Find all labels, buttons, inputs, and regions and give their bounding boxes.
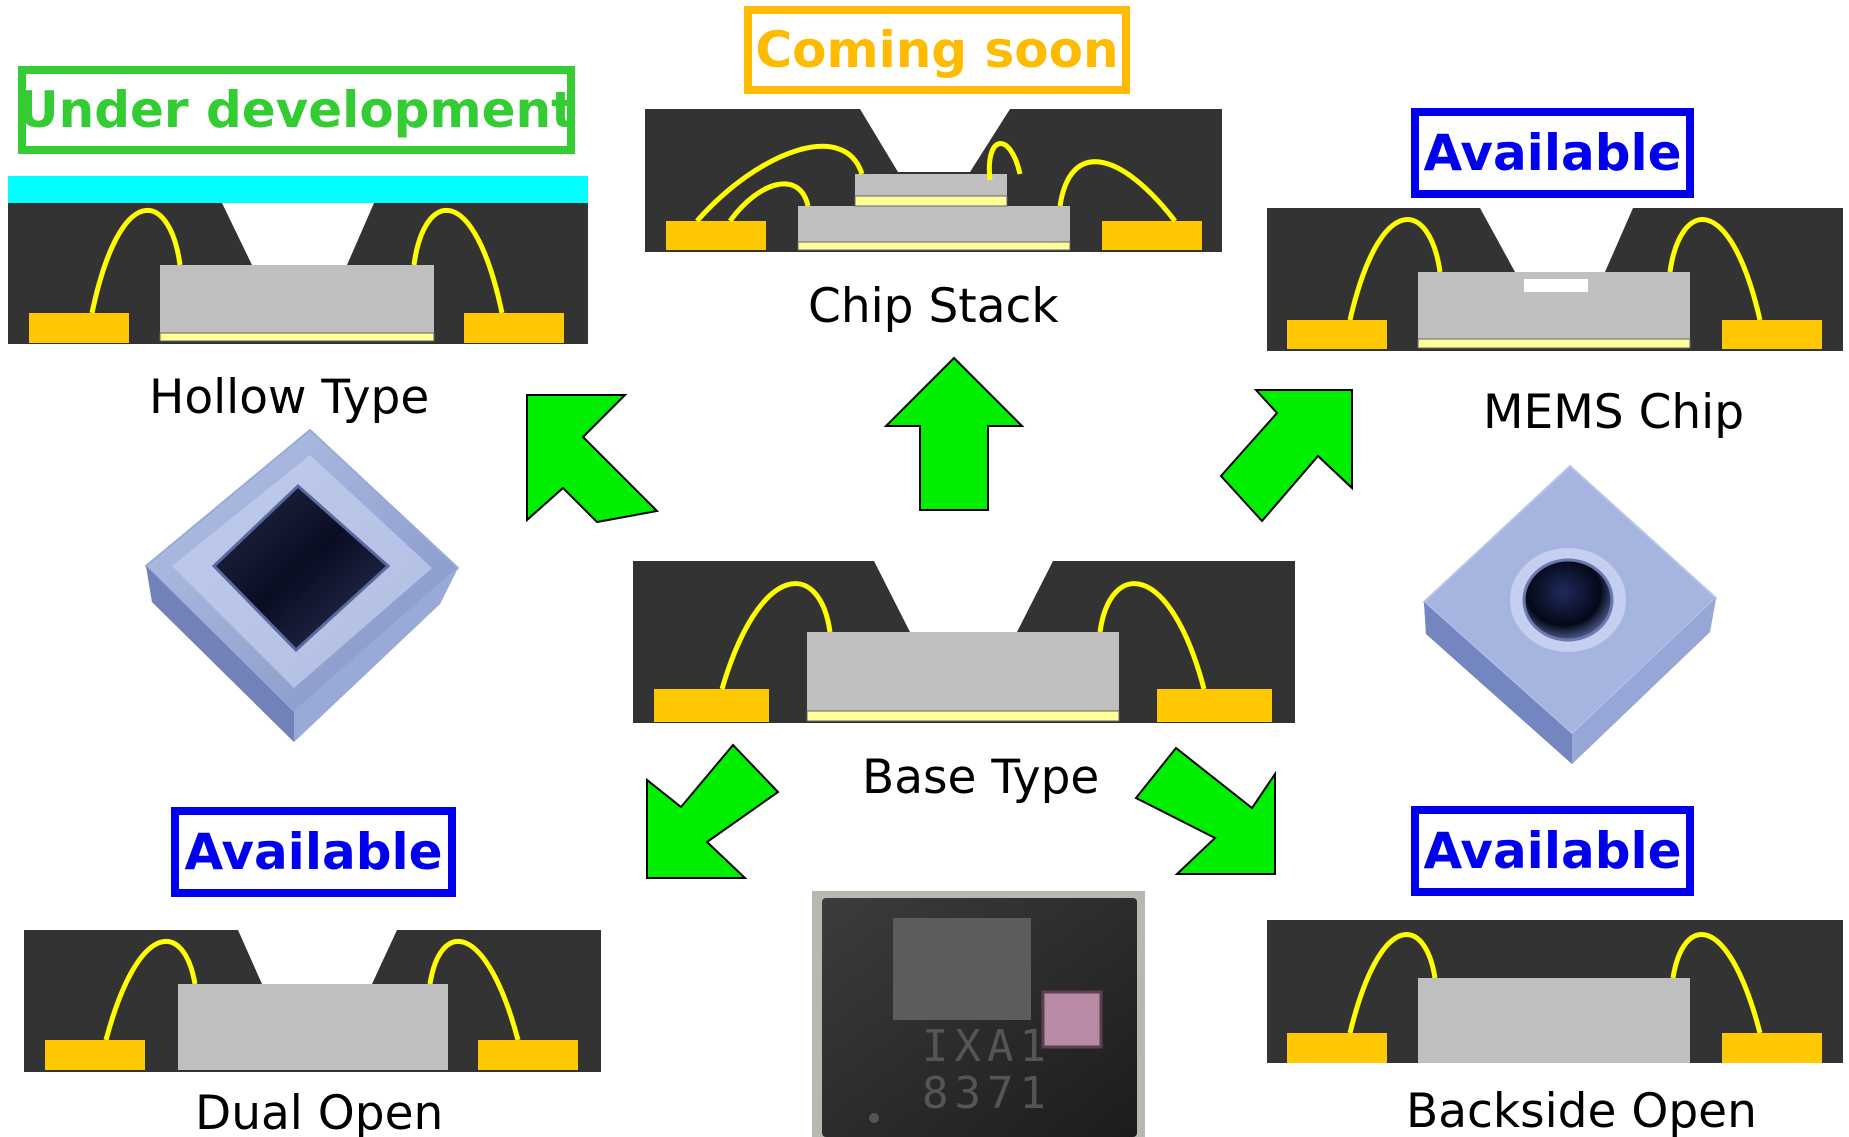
base-package-cross-section xyxy=(633,561,1295,723)
bond-wire-right-upper xyxy=(986,141,1023,181)
bottom-die xyxy=(798,206,1070,242)
bond-wire-left xyxy=(1347,932,1438,1034)
bond-wire-left xyxy=(89,207,183,314)
lead-left xyxy=(654,689,769,722)
bond-wire-left xyxy=(103,938,198,1041)
lead-right xyxy=(1722,320,1822,349)
lead-left xyxy=(29,313,129,343)
top-die xyxy=(855,174,1007,196)
label-chip-stack: Chip Stack xyxy=(808,279,1059,334)
arrow-up-right xyxy=(1219,389,1353,523)
lead-right xyxy=(1722,1033,1822,1063)
label-base-type: Base Type xyxy=(862,750,1100,805)
die-attach xyxy=(1417,338,1691,349)
optical-element xyxy=(1041,990,1103,1049)
lead-right xyxy=(1157,689,1272,722)
bond-wire-right xyxy=(1670,932,1763,1034)
die-attach xyxy=(806,710,1120,722)
lead-right xyxy=(464,313,564,343)
sensor-die xyxy=(1418,978,1690,1063)
die-attach xyxy=(159,332,435,342)
sensor-die xyxy=(160,265,434,333)
backside-open-package-cross-section xyxy=(1267,920,1843,1063)
bond-wire-left xyxy=(1347,217,1443,321)
glass-lid xyxy=(8,176,588,203)
chip-stack-package-cross-section xyxy=(645,109,1222,252)
bond-wire-right xyxy=(427,938,521,1041)
status-badge-hollow: Under development xyxy=(18,66,575,154)
lead-left xyxy=(1287,1033,1387,1063)
bond-wire-right xyxy=(1097,581,1207,690)
bond-wire-left-lower xyxy=(727,181,811,223)
label-hollow-type: Hollow Type xyxy=(149,370,430,425)
mems-package-photo xyxy=(1422,464,1718,764)
top-die-attach xyxy=(854,195,1008,207)
base-package-top-photo: IXA1 8371 xyxy=(812,891,1145,1137)
sensor-die xyxy=(178,984,448,1070)
bond-wire-right xyxy=(411,207,505,314)
arrow-down-right xyxy=(1134,746,1276,875)
mems-membrane xyxy=(1524,279,1588,292)
dual-open-package-cross-section xyxy=(24,930,601,1072)
lead-left xyxy=(45,1040,145,1070)
label-mems-chip: MEMS Chip xyxy=(1483,385,1745,440)
lead-left xyxy=(666,221,766,250)
bond-wire-right xyxy=(1667,217,1763,321)
status-badge-chip-stack: Coming soon xyxy=(744,6,1130,94)
arrow-up-left xyxy=(526,394,660,524)
chip-marking-line-1: IXA1 xyxy=(922,1021,1052,1072)
arrow-down-left xyxy=(646,743,780,879)
status-badge-mems: Available xyxy=(1411,108,1694,198)
label-backside-open: Backside Open xyxy=(1406,1084,1757,1137)
sensor-window xyxy=(893,918,1031,1020)
status-badge-dual-open: Available xyxy=(171,807,456,897)
sensor-die xyxy=(807,632,1119,711)
lead-right xyxy=(1102,221,1202,250)
mems-package-cross-section xyxy=(1267,208,1843,351)
bond-wire-left xyxy=(719,581,833,690)
lead-left xyxy=(1287,320,1387,349)
arrow-up xyxy=(883,356,1025,511)
label-dual-open: Dual Open xyxy=(195,1086,444,1137)
bond-wire-right-lower xyxy=(1057,159,1177,223)
status-badge-backside-open: Available xyxy=(1411,806,1694,896)
chip-marking-line-2: 8371 xyxy=(922,1068,1052,1119)
bottom-die-attach xyxy=(797,241,1071,251)
lead-right xyxy=(478,1040,578,1070)
pin1-marker xyxy=(869,1113,879,1123)
hollow-package-cross-section xyxy=(8,176,588,344)
hollow-package-photo xyxy=(144,428,460,742)
bond-wire-left-upper xyxy=(695,143,865,223)
